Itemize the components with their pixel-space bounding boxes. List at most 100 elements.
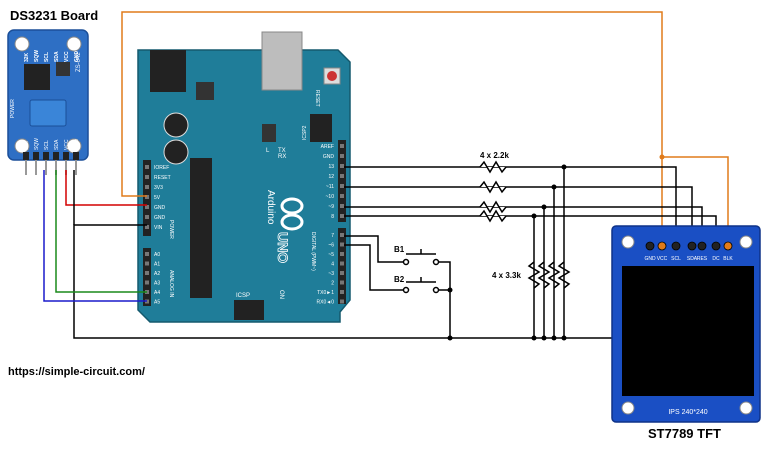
tft-pin-label: SDA [687,256,698,262]
header-socket [340,290,344,294]
digital-pin-label: ~11 [326,184,334,190]
tft-title: ST7789 TFT [648,426,721,441]
wire-scl-rtc [43,170,147,302]
led-label-l: L [266,148,270,154]
reset-button-cap[interactable] [327,71,337,81]
resistor-icon [479,209,507,223]
button-b1-label: B1 [394,245,405,254]
ds3231-top-pin-label: SQW [34,50,40,62]
digital-pin-label: TX0►1 [317,290,334,296]
header-socket [340,280,344,285]
arduino-uno-board: RESET ICSP2 ICSP Arduino UNO L TX RX ON … [137,31,351,323]
tft-pin-label: RES [697,256,708,262]
website-url[interactable]: https://simple-circuit.com/ [8,366,145,378]
header-socket [145,175,149,179]
header-pin [43,152,49,160]
ds3231-top-pin-label: 32K [24,52,30,62]
ds3231-pin-label: SCL [44,140,50,150]
tft-pin [697,241,707,251]
header-socket [340,242,344,247]
power-pin-label: 5V [154,195,161,201]
digital-pin-label: ~9 [328,204,334,210]
tft-pin [657,241,667,251]
tft-pin [645,241,655,251]
power-pin-label: RESET [154,175,171,181]
digital-pin-label: 13 [328,164,334,170]
eeprom-chip [56,62,70,76]
wire-sda-rtc [55,170,147,293]
mount-hole-icon [739,401,753,415]
ds3231-top-pin-label: SDA [54,51,60,62]
digital-pin-label: GND [323,154,335,160]
header-socket [145,215,149,219]
mount-hole-icon [66,36,82,52]
icsp2-label: ICSP2 [302,125,308,140]
wire-vcc [121,11,663,244]
mount-hole-icon [14,138,30,154]
header-socket [145,225,149,229]
junction-dots [447,164,567,341]
reset-label: RESET [314,90,320,107]
resistor-icon [527,261,541,289]
header-socket [340,144,344,148]
analog-pin-label: A4 [154,290,160,296]
tft-pin [687,241,697,251]
header-socket [340,271,344,275]
ds3231-pin-label: VCC [64,139,70,150]
mount-hole-icon [621,235,635,249]
header-socket [145,280,149,285]
mount-hole-icon [621,401,635,415]
tft-pin [671,241,681,251]
usb-port [261,31,303,91]
digital-pin-label: 4 [331,262,334,268]
digital-pin-label: RX0◄0 [317,300,335,306]
resistor-icon [479,160,507,174]
arduino-logo-text: Arduino [265,190,276,225]
header-socket [340,164,344,168]
resistor-icon [537,261,551,289]
digital-pin-label: ~6 [328,243,334,249]
digital-pin-label: ~10 [326,194,335,200]
header-socket [145,261,149,266]
resistor-icon [479,200,507,214]
icsp-header [234,300,264,320]
ds3231-pin-label: GND [74,139,80,151]
mount-hole-icon [739,235,753,249]
icsp-label: ICSP [236,293,250,299]
ds3231-top-pin-label: SCL [44,52,50,62]
digital-group-label: DIGITAL (PWM~) [310,232,316,271]
analog-pin-label: A1 [154,262,160,268]
led-label-rx: RX [278,154,286,160]
tft-pin-label: DC [712,256,720,262]
tft-pin [711,241,721,251]
ds3231-title: DS3231 Board [10,8,99,23]
digital-pin-label: 12 [328,174,334,180]
power-pin-label: 3V3 [154,185,163,191]
header-socket [145,185,149,189]
ds3231-board: ZS-042 POWER 32K32KSQWSQWSCLSCLSDASDAVCC… [7,29,89,175]
header-socket [340,174,344,178]
digital-pin-label: 8 [331,214,334,220]
regulator [196,82,214,100]
power-pin-label: GND [154,215,166,221]
resistor-icon [479,180,507,194]
atmega-chip [190,158,212,298]
header-socket [145,195,149,199]
tft-pin-label: BLK [723,256,733,262]
header-socket [145,271,149,275]
digital-pin-label: ~3 [328,271,334,277]
header-socket [340,261,344,266]
digital-pin-label: 2 [331,281,334,287]
button-b2[interactable] [402,277,440,294]
tft-pin [723,241,733,251]
header-socket [340,204,344,208]
wire-d11 [344,186,693,244]
button-b1[interactable] [402,249,440,266]
analog-pin-label: A5 [154,300,160,306]
header-socket [340,184,344,188]
